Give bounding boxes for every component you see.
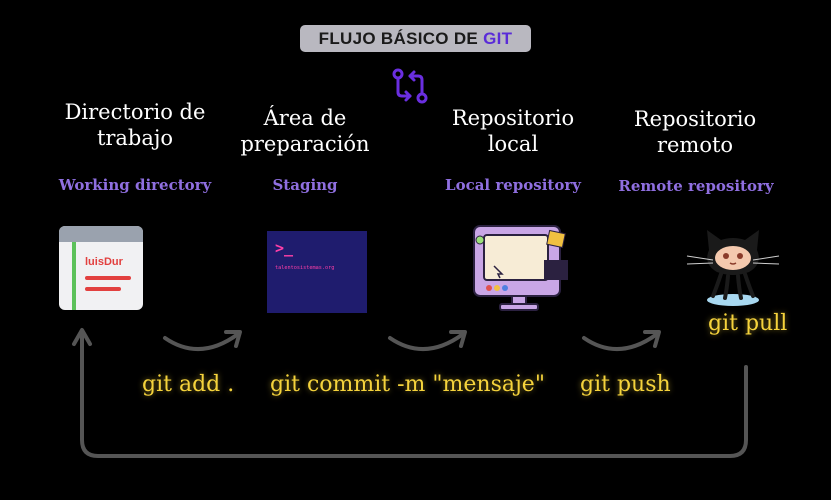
notebook-icon: luisDur bbox=[59, 226, 143, 310]
terminal-icon: >_ talentosistemas.org bbox=[267, 231, 367, 313]
command-git-add: git add . bbox=[142, 372, 235, 397]
column-title-working: Directorio de trabajo bbox=[64, 100, 206, 150]
column-subtitle-remote: Remote repository bbox=[618, 177, 774, 195]
terminal-prompt: >_ bbox=[275, 239, 294, 257]
title-accent: GIT bbox=[483, 28, 513, 48]
diagram-title: FLUJO BÁSICO DE GIT bbox=[300, 25, 531, 52]
arrow-commit bbox=[388, 332, 465, 351]
octocat-icon bbox=[686, 230, 780, 306]
notebook-text: luisDur bbox=[85, 256, 124, 268]
column-title-local: Repositorio local bbox=[451, 106, 575, 156]
column-subtitle-working: Working directory bbox=[58, 176, 212, 194]
command-git-commit: git commit -m "mensaje" bbox=[270, 372, 545, 397]
git-compare-icon bbox=[392, 68, 428, 104]
column-title-remote: Repositorio remoto bbox=[633, 107, 757, 157]
arrow-add bbox=[163, 332, 240, 351]
command-git-pull: git pull bbox=[708, 311, 788, 336]
column-subtitle-local: Local repository bbox=[445, 176, 581, 194]
arrow-pull bbox=[80, 330, 748, 458]
column-subtitle-staging: Staging bbox=[272, 176, 338, 194]
computer-icon bbox=[473, 225, 568, 311]
title-prefix: FLUJO BÁSICO DE bbox=[318, 28, 479, 48]
terminal-text: talentosistemas.org bbox=[275, 265, 334, 271]
arrow-push bbox=[582, 332, 659, 351]
column-title-staging: Área de preparación bbox=[240, 106, 370, 156]
command-git-push: git push bbox=[580, 372, 671, 397]
